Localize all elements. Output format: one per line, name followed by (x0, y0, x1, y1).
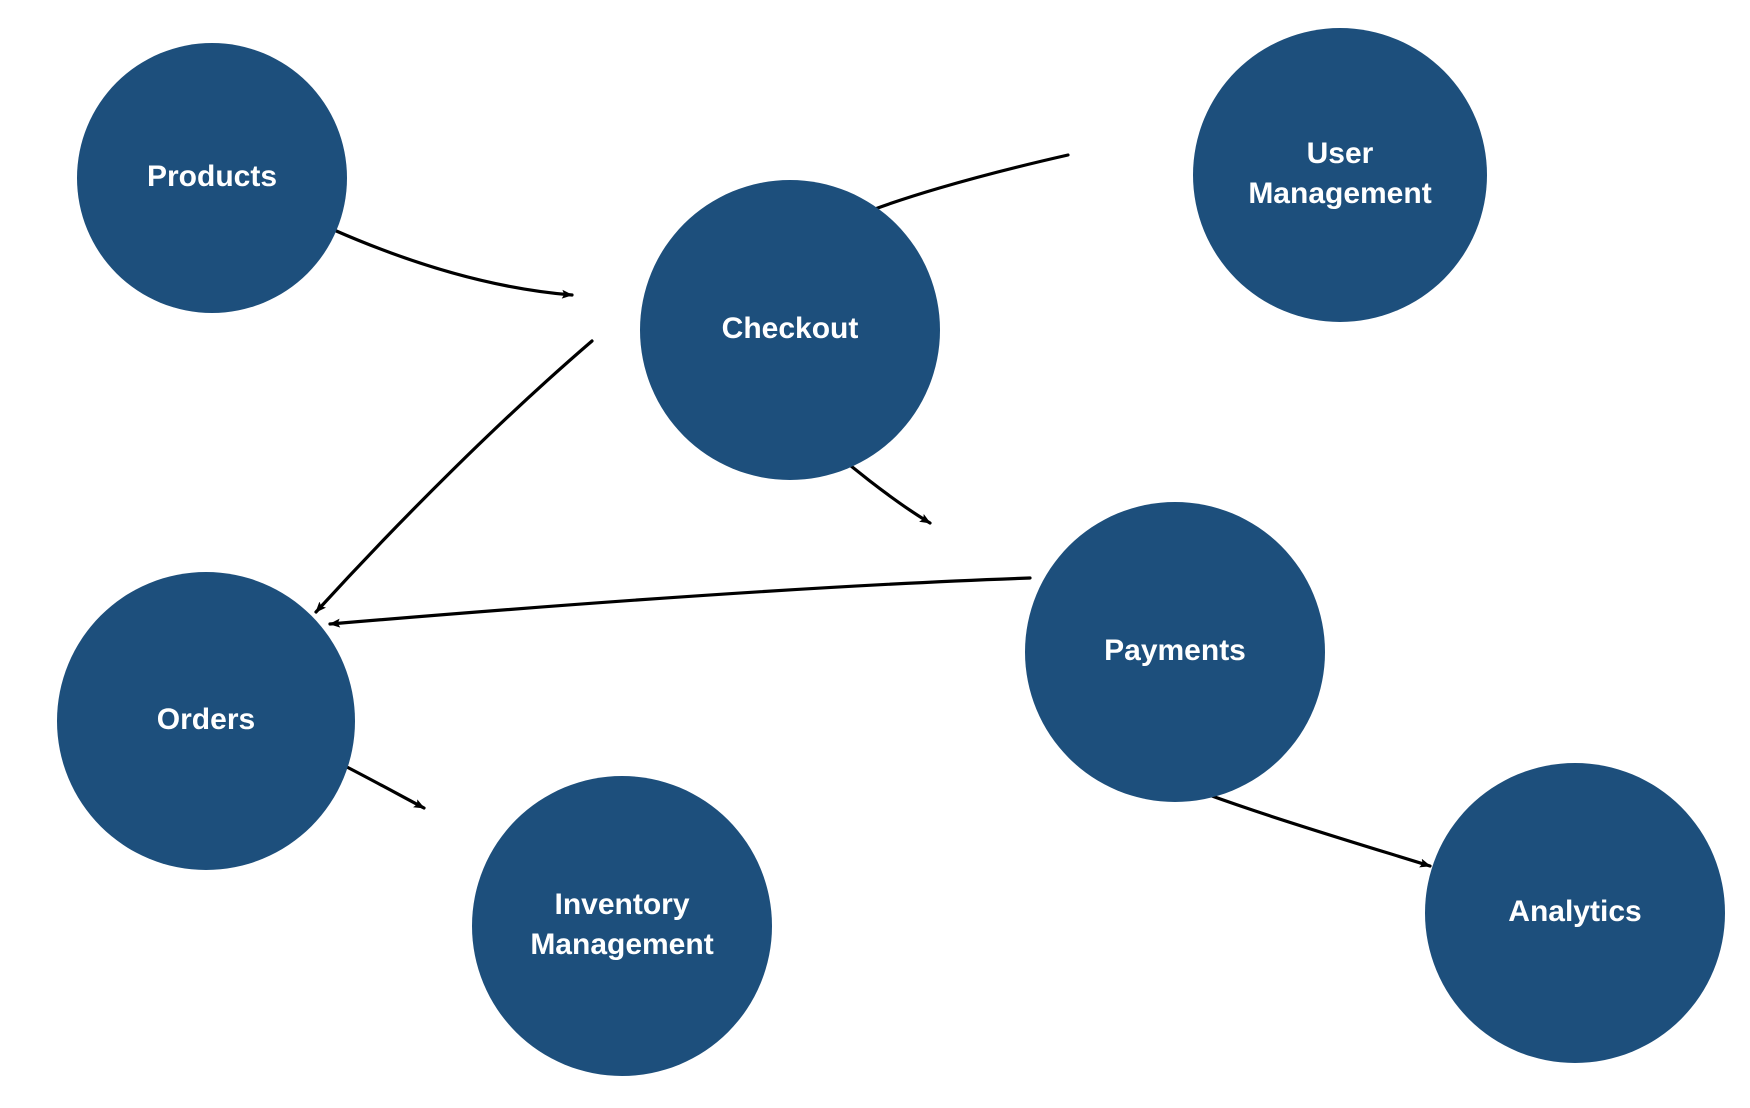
edge-checkout-to-orders (314, 339, 594, 614)
node-checkout[interactable]: Checkout (640, 180, 940, 480)
node-label-analytics: Analytics (1508, 895, 1641, 928)
node-label-checkout: Checkout (722, 312, 859, 345)
node-products[interactable]: Products (77, 43, 347, 313)
node-circle-analytics[interactable] (1425, 763, 1725, 1063)
node-circle-payments[interactable] (1025, 502, 1325, 802)
node-label-payments: Payments (1104, 634, 1246, 667)
edge-payments-to-orders (328, 576, 1032, 628)
node-circle-checkout[interactable] (640, 180, 940, 480)
node-analytics[interactable]: Analytics (1425, 763, 1725, 1063)
node-circle-orders[interactable] (57, 572, 355, 870)
node-circle-products[interactable] (77, 43, 347, 313)
node-label-orders: Orders (157, 703, 255, 736)
node-orders[interactable]: Orders (57, 572, 355, 870)
edge-products-to-checkout (332, 228, 574, 299)
node-label-products: Products (147, 160, 277, 193)
node-payments[interactable]: Payments (1025, 502, 1325, 802)
node-circle-user-management[interactable] (1193, 28, 1487, 322)
node-circle-inventory-management[interactable] (472, 776, 772, 1076)
